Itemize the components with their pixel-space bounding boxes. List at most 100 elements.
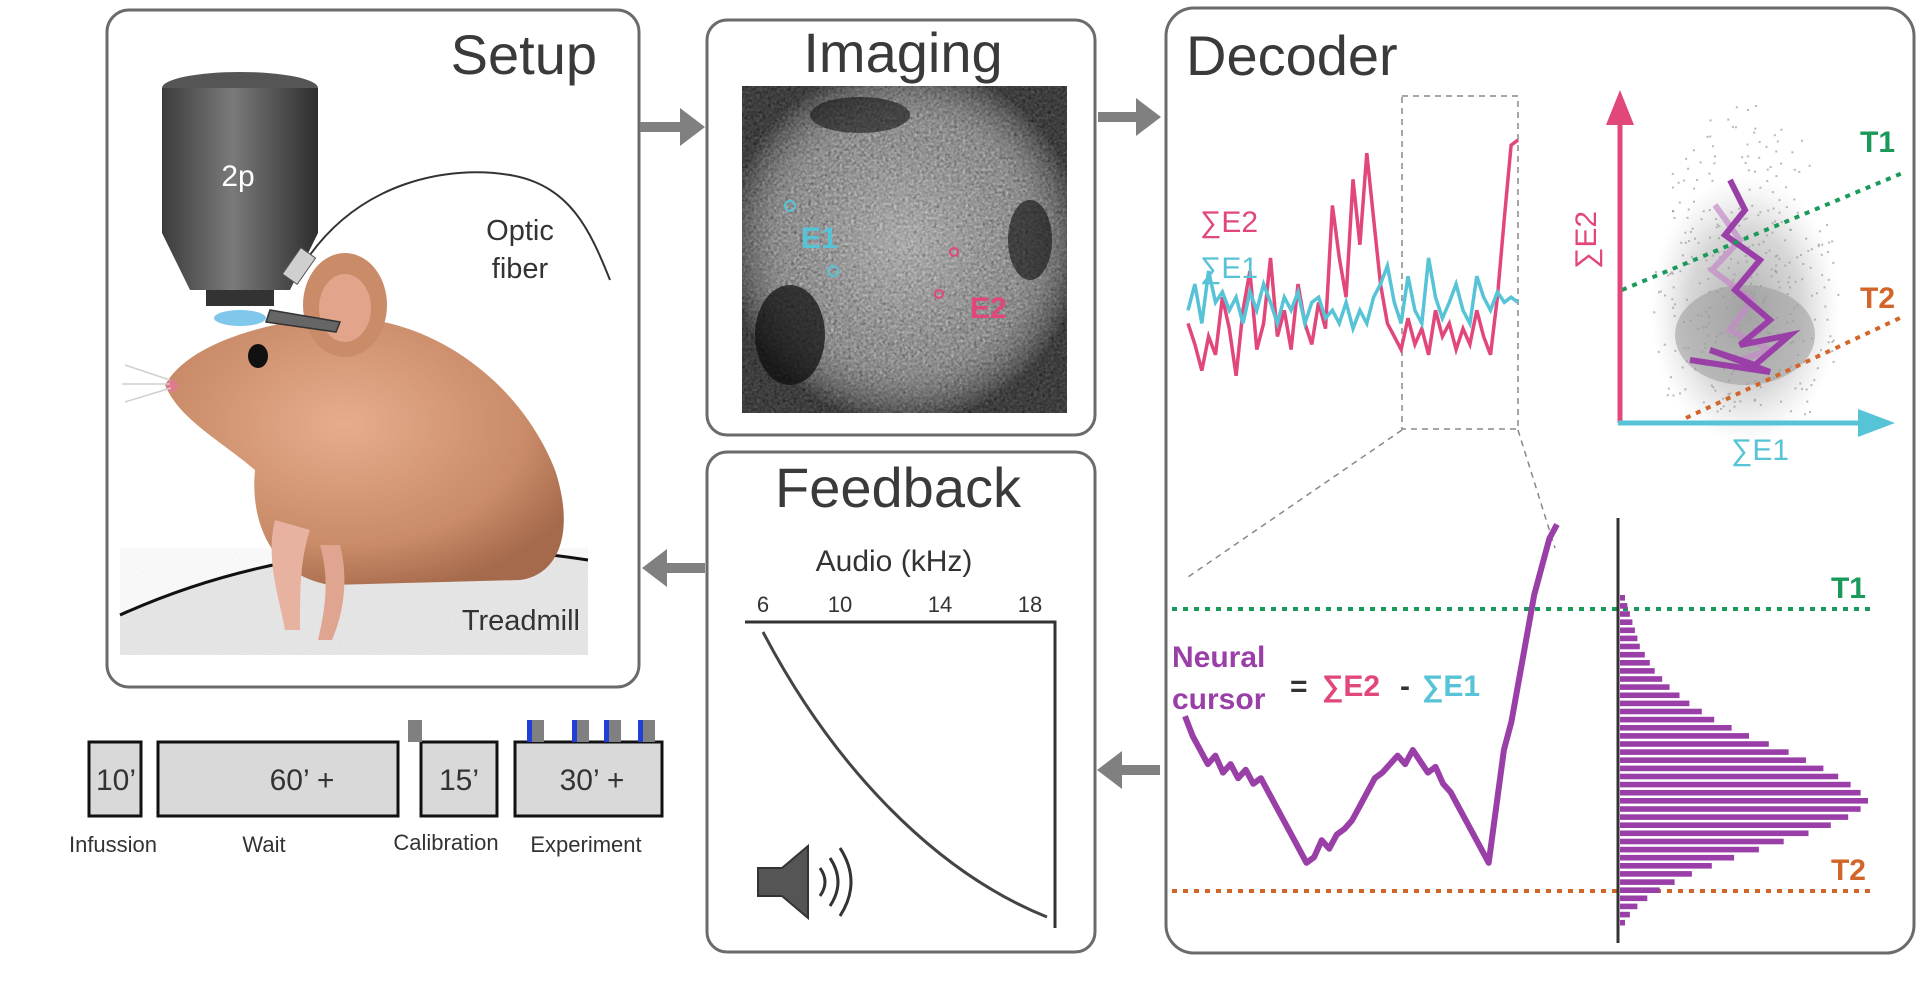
- scatter-dot: [1794, 387, 1797, 390]
- scatter-dot: [1759, 331, 1762, 334]
- scatter-dot: [1690, 255, 1693, 258]
- scatter-dot: [1780, 128, 1783, 131]
- histogram-bar: [1620, 863, 1712, 869]
- scatter-dot: [1735, 106, 1738, 109]
- histogram-bar: [1620, 635, 1638, 642]
- scatter-dot: [1671, 272, 1674, 275]
- scatter-dot: [1748, 348, 1751, 351]
- scatter-dot: [1789, 313, 1792, 316]
- scatter-dot: [1811, 294, 1813, 297]
- scatter-dot: [1776, 254, 1779, 257]
- histogram-bar: [1620, 798, 1868, 804]
- scatter-dot: [1728, 409, 1731, 412]
- scatter-dot: [1739, 339, 1742, 342]
- feedback-title: Feedback: [775, 456, 1022, 519]
- scatter-dot: [1753, 131, 1756, 134]
- scatter-dot: [1691, 227, 1694, 230]
- scatter-dot: [1723, 368, 1726, 371]
- histogram-bar: [1620, 871, 1692, 877]
- scatter-dot: [1744, 255, 1747, 257]
- scatter-dot: [1707, 315, 1710, 318]
- scatter-dot: [1754, 170, 1756, 173]
- scatter-dot: [1790, 342, 1793, 345]
- scatter-dot: [1831, 240, 1834, 243]
- scatter-dot: [1800, 254, 1802, 256]
- scatter-dot: [1653, 311, 1656, 314]
- scatter-dot: [1672, 286, 1675, 289]
- scatter-dot: [1734, 353, 1737, 356]
- audio-tick-6: 6: [757, 592, 769, 617]
- scatter-dot: [1714, 155, 1716, 158]
- scatter-dot: [1817, 243, 1820, 246]
- histogram-bar: [1620, 692, 1680, 699]
- scatter-dot: [1733, 296, 1736, 298]
- scope-label: 2p: [221, 160, 254, 193]
- histogram-bar: [1620, 668, 1655, 674]
- scatter-dot: [1799, 382, 1802, 385]
- setup-title: Setup: [451, 23, 597, 86]
- audio-ticks: 6 10 14 18: [757, 592, 1042, 617]
- scatter-dot: [1778, 369, 1781, 372]
- scatter-dot: [1780, 162, 1783, 165]
- formula-e2: ∑E2: [1322, 670, 1380, 703]
- scatter-dot: [1788, 276, 1791, 279]
- scatter-dot: [1821, 243, 1824, 246]
- scatter-dot: [1670, 271, 1673, 274]
- scatter-dot: [1710, 384, 1713, 387]
- scatter-dot: [1732, 369, 1735, 372]
- scatter-dot: [1707, 334, 1710, 337]
- scatter-dot: [1756, 273, 1759, 276]
- setup-panel: Setup Treadmill Optic fiber: [105, 8, 641, 689]
- scatter-dot: [1686, 298, 1688, 301]
- histogram-bar: [1620, 879, 1675, 885]
- scatter-dot: [1683, 346, 1686, 349]
- histogram-bar: [1620, 595, 1625, 601]
- scatter-dot: [1762, 240, 1765, 243]
- hist-t2-label: T2: [1831, 854, 1866, 887]
- scatter-dot: [1810, 337, 1813, 340]
- scatter-dot: [1728, 335, 1731, 337]
- scatter-dot: [1788, 261, 1791, 264]
- formula-minus: -: [1400, 670, 1410, 703]
- scatter-dot: [1747, 246, 1750, 249]
- scatter-dot: [1667, 274, 1670, 277]
- scatter-dot: [1679, 392, 1681, 395]
- roi-e2-marker-b: [934, 289, 944, 299]
- scatter-dot: [1778, 211, 1781, 214]
- scatter-dot: [1766, 180, 1769, 183]
- scatter-dot: [1784, 239, 1787, 242]
- scatter-dot: [1805, 237, 1808, 240]
- scatter-dot: [1749, 319, 1752, 322]
- scatter-dot: [1816, 367, 1819, 370]
- scatter-dot: [1714, 341, 1717, 344]
- scatter-dot: [1804, 413, 1807, 416]
- histogram-bar: [1620, 781, 1851, 788]
- scatter-trajectory: [1689, 178, 1801, 375]
- scatter-dot: [1715, 218, 1718, 220]
- scatter-dot: [1696, 314, 1699, 317]
- scatter-dot: [1790, 410, 1792, 413]
- scatter-dot: [1694, 368, 1697, 371]
- scatter-dot: [1711, 179, 1714, 182]
- scatter-dot: [1686, 216, 1689, 219]
- scatter-x-arrowhead: [1858, 409, 1895, 437]
- scatter-dot: [1711, 145, 1714, 148]
- scatter-dot: [1681, 366, 1684, 369]
- scatter-dot: [1671, 186, 1674, 189]
- scatter-dot: [1821, 274, 1824, 277]
- scatter-dot: [1794, 280, 1797, 283]
- timeline-label-infusion: Infussion: [69, 832, 157, 857]
- scatter-dot: [1775, 264, 1778, 267]
- histogram-bar: [1620, 765, 1824, 772]
- scatter-dot: [1786, 321, 1789, 324]
- scatter-dot: [1745, 217, 1748, 220]
- timeline-block-infusion: [87, 740, 143, 818]
- formula-e1: ∑E1: [1422, 670, 1480, 703]
- scatter-dot: [1654, 271, 1657, 273]
- scatter-dot: [1808, 164, 1811, 167]
- scatter-dot: [1733, 405, 1736, 408]
- scatter-dot: [1712, 386, 1715, 389]
- scatter-dot: [1714, 389, 1717, 392]
- scatter-dot: [1751, 204, 1754, 207]
- histogram-bar: [1620, 887, 1660, 893]
